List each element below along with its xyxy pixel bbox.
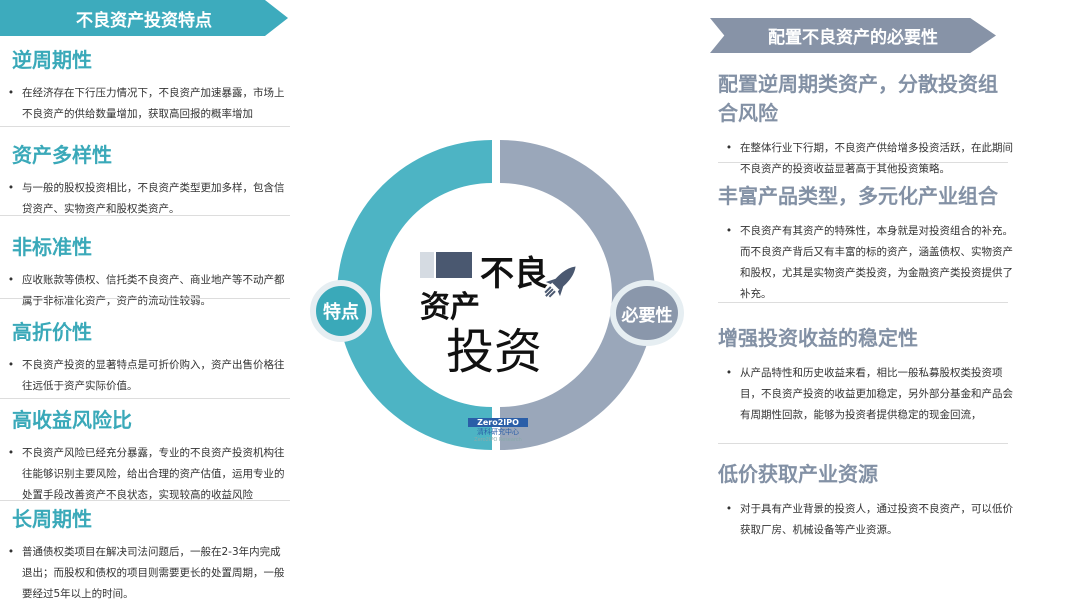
- section-title: 配置逆周期类资产，分散投资组合风险: [718, 72, 998, 125]
- divider: [0, 500, 290, 501]
- section-text: 在经济存在下行压力情况下，不良资产加速暴露，市场上不良资产的供给数量增加，获取高…: [22, 87, 285, 120]
- divider: [0, 215, 290, 216]
- divider: [0, 126, 290, 127]
- right-banner: 配置不良资产的必要性: [710, 18, 996, 53]
- section-title: 长周期性: [12, 507, 92, 531]
- ring-left-teal: [337, 140, 492, 450]
- characteristics-badge: 特点: [310, 280, 372, 342]
- center-title-line2: 资产: [420, 290, 480, 325]
- section-title: 高收益风险比: [12, 408, 132, 432]
- section-left-3: 高折价性 • 不良资产投资的显著特点是可折价购入，资产出售价格往往远低于资产实际价…: [0, 316, 288, 397]
- section-left-5: 长周期性 • 普通债权类项目在解决司法问题后，一般在2-3年内完成退出；而股权和债…: [0, 503, 288, 605]
- bullet-icon: •: [725, 142, 733, 154]
- square-light-icon: [420, 252, 434, 278]
- bullet-icon: •: [7, 87, 15, 99]
- left-banner-title: 不良资产投资特点: [76, 10, 212, 31]
- section-text: 不良资产风险已经充分暴露，专业的不良资产投资机构往往能够识别主要风险，给出合理的…: [22, 447, 285, 501]
- section-title: 非标准性: [12, 235, 92, 259]
- section-title: 增强投资收益的稳定性: [718, 326, 918, 350]
- right-banner-title: 配置不良资产的必要性: [768, 28, 938, 48]
- bullet-icon: •: [725, 503, 733, 515]
- necessity-badge: 必要性: [610, 280, 684, 346]
- section-text: 对于具有产业背景的投资人，通过投资不良资产，可以低价获取厂房、机械设备等产业资源…: [740, 503, 1013, 536]
- divider: [718, 443, 1008, 444]
- characteristics-label: 特点: [323, 302, 359, 323]
- section-text: 不良资产投资的显著特点是可折价购入，资产出售价格往往远低于资产实际价值。: [22, 359, 285, 392]
- section-title: 低价获取产业资源: [718, 462, 878, 486]
- divider: [0, 398, 290, 399]
- zero2ipo-logo: Zero2IPO 清科研究中心 Zero2IPO Research: [468, 418, 528, 443]
- bullet-icon: •: [7, 182, 15, 194]
- section-left-0: 逆周期性 • 在经济存在下行压力情况下，不良资产加速暴露，市场上不良资产的供给数量…: [0, 44, 288, 125]
- section-right-3: 低价获取产业资源 • 对于具有产业背景的投资人，通过投资不良资产，可以低价获取厂房…: [718, 458, 1013, 541]
- section-title: 逆周期性: [12, 48, 92, 72]
- divider: [718, 302, 1008, 303]
- bullet-icon: •: [7, 546, 15, 558]
- section-right-0: 配置逆周期类资产，分散投资组合风险 • 在整体行业下行期，不良资产供给增多投资活跃…: [718, 68, 1013, 180]
- section-text: 普通债权类项目在解决司法问题后，一般在2-3年内完成退出；而股权和债权的项目则需…: [22, 546, 285, 600]
- necessity-label: 必要性: [621, 305, 673, 326]
- section-text: 不良资产有其资产的特殊性，本身就是对投资组合的补充。而不良资产背后又有丰富的标的…: [740, 225, 1013, 300]
- divider: [718, 162, 1008, 163]
- section-text: 与一般的股权投资相比，不良资产类型更加多样，包含信贷资产、实物资产和股权类资产。: [22, 182, 285, 215]
- logo-text: Zero2IPO: [468, 418, 528, 427]
- bullet-icon: •: [725, 367, 733, 379]
- section-title: 资产多样性: [12, 143, 112, 167]
- logo-en: Zero2IPO Research: [474, 437, 522, 443]
- left-banner: 不良资产投资特点: [0, 0, 288, 36]
- bullet-icon: •: [7, 274, 15, 286]
- center-title-line1: 不良: [480, 254, 548, 294]
- section-left-4: 高收益风险比 • 不良资产风险已经充分暴露，专业的不良资产投资机构往往能够识别主要…: [0, 404, 288, 506]
- square-dark-icon: [436, 252, 472, 278]
- section-title: 丰富产品类型，多元化产业组合: [718, 184, 998, 208]
- ring-right-gray: [500, 140, 655, 450]
- center-title-line3: 投资: [446, 324, 543, 380]
- section-text: 在整体行业下行期，不良资产供给增多投资活跃，在此期间不良资产的投资收益显著高于其…: [740, 142, 1013, 175]
- section-title: 高折价性: [12, 320, 92, 344]
- bullet-icon: •: [7, 359, 15, 371]
- section-right-1: 丰富产品类型，多元化产业组合 • 不良资产有其资产的特殊性，本身就是对投资组合的补…: [718, 180, 1013, 305]
- section-left-1: 资产多样性 • 与一般的股权投资相比，不良资产类型更加多样，包含信贷资产、实物资产…: [0, 139, 288, 220]
- section-right-2: 增强投资收益的稳定性 • 从产品特性和历史收益来看，相比一般私募股权类投资项目，不…: [718, 322, 1013, 426]
- section-text: 从产品特性和历史收益来看，相比一般私募股权类投资项目，不良资产投资的收益更加稳定…: [740, 367, 1013, 421]
- bullet-icon: •: [7, 447, 15, 459]
- bullet-icon: •: [725, 225, 733, 237]
- divider: [0, 298, 290, 299]
- rocket-icon: [544, 266, 576, 298]
- logo-sub: 清科研究中心: [477, 428, 519, 436]
- section-left-2: 非标准性 •应收账款等债权、信托类不良资产、商业地产等不动产都属于非标准化资产，…: [0, 231, 288, 312]
